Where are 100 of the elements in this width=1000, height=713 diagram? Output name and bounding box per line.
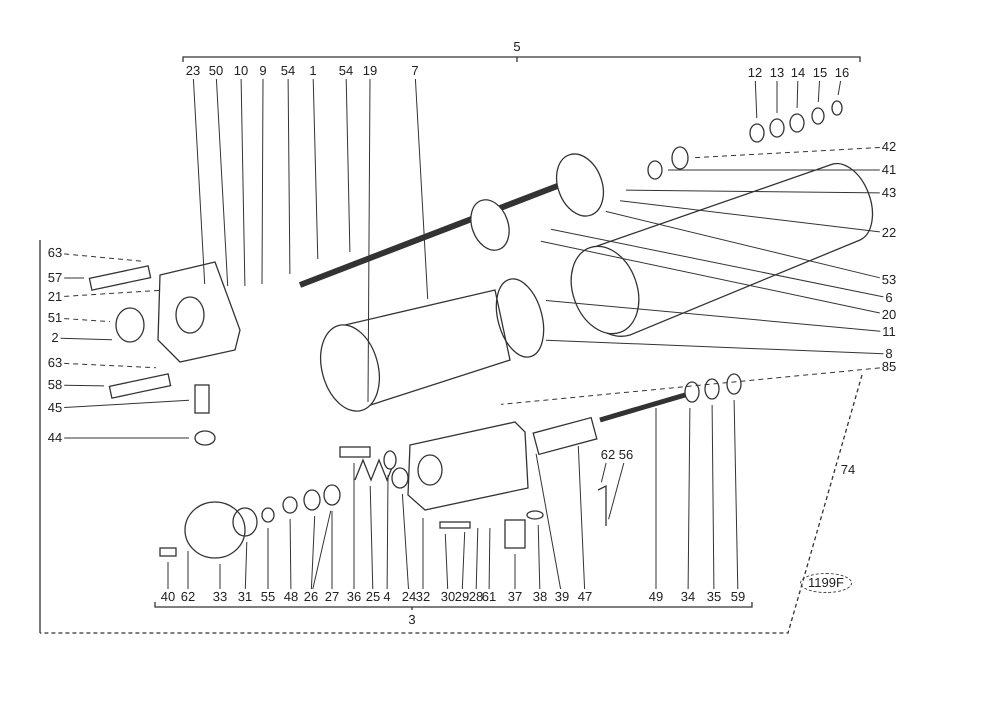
leader-line xyxy=(64,362,156,368)
callout-number: 48 xyxy=(282,590,300,604)
callout-number: 39 xyxy=(554,590,570,604)
leader-line xyxy=(64,384,104,386)
callout-number: 31 xyxy=(236,590,254,604)
callout-number: 13 xyxy=(768,66,786,80)
leader-line xyxy=(244,542,248,590)
callout-number: 41 xyxy=(880,163,898,177)
leader-line xyxy=(64,290,160,297)
callout-number: 20 xyxy=(880,308,898,322)
leader-line xyxy=(838,80,842,96)
callout-number: 37 xyxy=(506,590,524,604)
callout-number: 27 xyxy=(324,590,340,604)
leader-line xyxy=(422,518,424,590)
callout-number: 57 xyxy=(46,271,64,285)
leader-line xyxy=(546,340,884,354)
leader-line xyxy=(536,453,562,590)
leader-line xyxy=(346,78,350,252)
leader-line xyxy=(462,532,466,590)
callout-number: 49 xyxy=(648,590,664,604)
callout-number: 32 xyxy=(414,590,432,604)
callout-number: 6 xyxy=(884,291,894,305)
callout-number: 35 xyxy=(706,590,722,604)
callout-number: 51 xyxy=(46,311,64,325)
leader-line xyxy=(620,200,880,232)
leader-line xyxy=(538,524,540,590)
leader-line xyxy=(476,528,478,590)
callout-number: 8 xyxy=(884,347,894,361)
callout-number: 63 xyxy=(46,246,64,260)
bracket-label: 3 xyxy=(407,613,417,627)
callout-number: 4 xyxy=(382,590,392,604)
callout-number: 62 xyxy=(600,448,616,462)
bracket-label: 5 xyxy=(512,40,522,54)
leader-line xyxy=(734,400,738,590)
callout-number: 30 xyxy=(440,590,456,604)
callout-number: 29 xyxy=(454,590,470,604)
leader-line xyxy=(540,240,880,314)
callout-number: 45 xyxy=(46,401,64,415)
leader-line xyxy=(796,80,798,108)
callout-number: 28 xyxy=(468,590,484,604)
callout-number: 11 xyxy=(881,325,897,339)
callout-number: 36 xyxy=(346,590,362,604)
callout-number: 19 xyxy=(362,64,378,78)
callout-number: 42 xyxy=(880,140,898,154)
callout-number: 62 xyxy=(180,590,196,604)
callout-number: 16 xyxy=(834,66,850,80)
leader-line xyxy=(288,78,290,274)
leader-line xyxy=(192,78,206,284)
leader-line xyxy=(262,78,264,284)
leader-line xyxy=(414,78,428,300)
callout-number: 56 xyxy=(618,448,634,462)
callout-number: 54 xyxy=(280,64,296,78)
callout-number: 44 xyxy=(46,431,64,445)
callout-number: 38 xyxy=(532,590,548,604)
callout-number: 21 xyxy=(46,290,64,304)
callout-number: 74 xyxy=(840,463,856,477)
leader-line xyxy=(60,338,112,340)
leader-line xyxy=(370,486,374,590)
callout-number: 47 xyxy=(576,590,594,604)
callout-number: 2 xyxy=(50,331,60,345)
leader-line xyxy=(500,367,880,405)
leader-line xyxy=(386,474,388,590)
leader-line xyxy=(776,80,778,114)
callout-number: 25 xyxy=(364,590,382,604)
callout-number: 59 xyxy=(730,590,746,604)
leader-line xyxy=(818,80,820,102)
callout-number: 53 xyxy=(880,273,898,287)
callout-number: 14 xyxy=(790,66,806,80)
callout-number: 22 xyxy=(880,226,898,240)
callout-number: 9 xyxy=(258,64,268,78)
leader-line xyxy=(368,78,370,402)
leader-line xyxy=(240,78,246,286)
callout-number: 40 xyxy=(160,590,176,604)
leader-line xyxy=(754,80,758,118)
callout-number: 55 xyxy=(260,590,276,604)
leader-line xyxy=(694,147,880,158)
leader-line xyxy=(444,534,448,590)
callout-number: 24 xyxy=(400,590,418,604)
callout-number: 10 xyxy=(232,64,250,78)
callout-number: 58 xyxy=(46,378,64,392)
leader-line xyxy=(312,78,318,260)
leader-line xyxy=(578,446,586,590)
callout-number: 1 xyxy=(308,64,318,78)
callout-number: 54 xyxy=(338,64,354,78)
leader-line xyxy=(488,528,490,590)
callout-number: 43 xyxy=(880,186,898,200)
leader-line xyxy=(550,228,884,298)
leader-line xyxy=(290,518,292,590)
leader-line xyxy=(64,400,190,408)
callout-number: 26 xyxy=(302,590,320,604)
leader-line xyxy=(402,494,409,590)
callout-number: 7 xyxy=(410,64,420,78)
leader-line xyxy=(216,78,228,286)
leader-line xyxy=(312,510,332,590)
callout-number: 15 xyxy=(812,66,828,80)
leader-line xyxy=(608,462,624,520)
leader-line xyxy=(605,210,880,278)
leader-line xyxy=(546,300,881,332)
leader-line xyxy=(310,516,316,590)
leader-line xyxy=(600,462,607,483)
